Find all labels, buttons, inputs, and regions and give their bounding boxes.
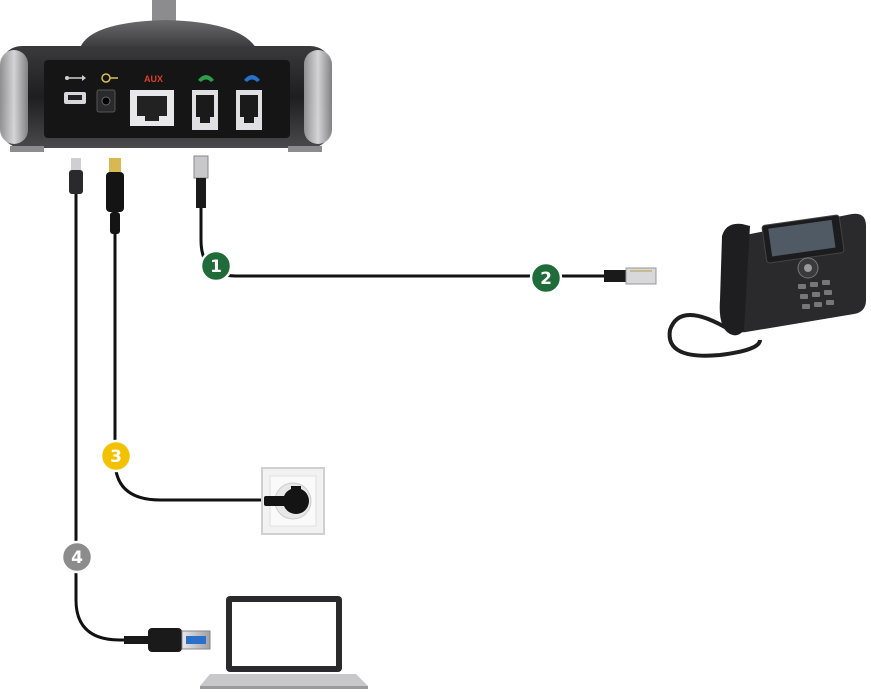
phone-green-icon <box>198 75 214 82</box>
cables <box>74 194 606 642</box>
power-plug-top <box>106 158 124 234</box>
cable-power <box>113 234 264 502</box>
badge-1: 1 <box>199 249 233 283</box>
power-plug-icon <box>264 486 309 514</box>
usb-icon <box>65 75 86 81</box>
rj-plug-icon <box>193 155 209 208</box>
device-dome <box>80 20 256 48</box>
rj-plug-phone-end <box>604 267 657 285</box>
power-jack-icon <box>101 73 118 83</box>
svg-text:3: 3 <box>110 447 122 467</box>
usb-plug-icon <box>124 628 211 652</box>
speakerphone-base: AUX <box>0 0 332 152</box>
laptop-icon <box>200 596 368 689</box>
svg-text:2: 2 <box>540 269 552 289</box>
usb-b-plug <box>69 158 83 194</box>
phone-blue-icon <box>244 75 260 82</box>
cable-usb <box>74 194 150 642</box>
aux-label: AUX <box>144 74 163 84</box>
desk-phone-icon <box>667 213 866 358</box>
svg-text:1: 1 <box>210 257 222 277</box>
badge-2: 2 <box>529 261 563 295</box>
svg-text:4: 4 <box>71 548 83 568</box>
wall-socket-icon <box>261 467 325 535</box>
badge-4: 4 <box>60 540 94 574</box>
badge-3: 3 <box>99 439 133 473</box>
